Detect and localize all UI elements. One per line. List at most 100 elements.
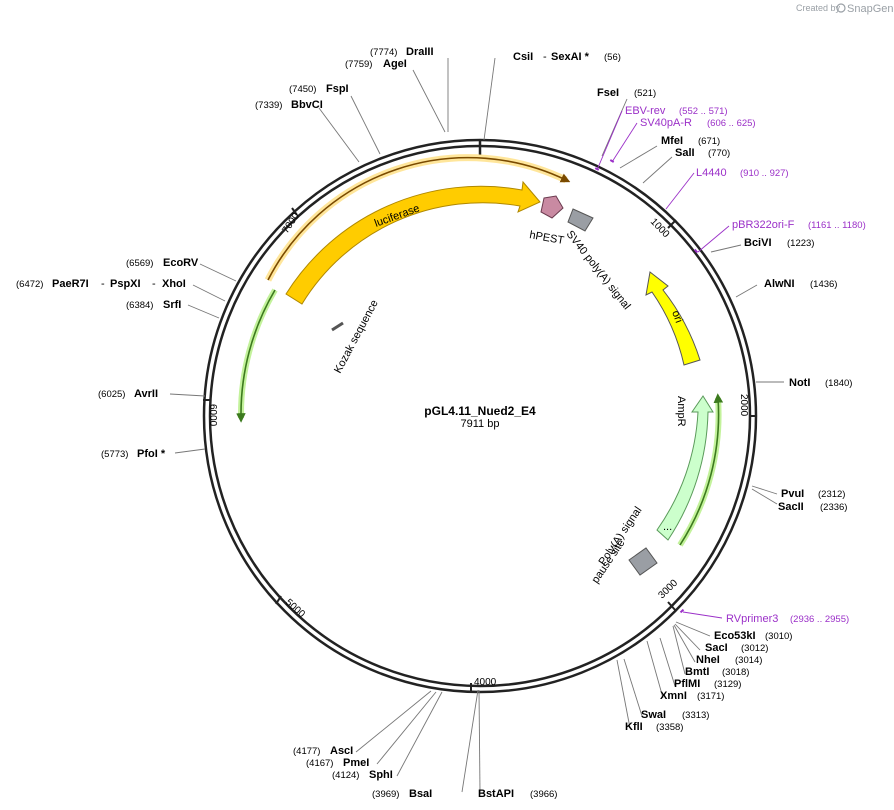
primer-rvprimer3-range: (2936 .. 2955) xyxy=(790,614,849,625)
site-sexai[interactable]: SexAI * xyxy=(551,51,590,63)
tick-label-4000: 4000 xyxy=(474,677,497,688)
site-draiii[interactable]: DraIII xyxy=(406,46,434,58)
primer-sv40pa-r-range: (606 .. 625) xyxy=(707,118,756,129)
ampr-feature[interactable] xyxy=(656,395,714,541)
site-xmni[interactable]: XmnI xyxy=(660,690,687,702)
sv40-polya-feature[interactable] xyxy=(567,208,594,232)
site-nhei-pos: (3014) xyxy=(735,655,762,666)
site-alwni[interactable]: AlwNI xyxy=(764,278,795,290)
site-agei[interactable]: AgeI xyxy=(383,58,407,70)
site-bsai-pos: (3969) xyxy=(372,789,399,800)
site-xmni-pos: (3171) xyxy=(697,691,724,702)
site-pspxi-dash: - xyxy=(152,278,156,290)
site-saci[interactable]: SacI xyxy=(705,642,728,654)
tick-marks: 1000 2000 3000 4000 5000 6000 7000 xyxy=(203,207,757,693)
site-labels: (7774) DraIII (7759) AgeI CsiI - SexAI *… xyxy=(16,46,852,800)
ampr-orf-line[interactable] xyxy=(679,393,724,546)
ori-feature[interactable] xyxy=(645,271,701,366)
tick-label-5000: 5000 xyxy=(283,597,307,620)
site-pflmi[interactable]: PflMI xyxy=(674,678,700,690)
plasmid-name: pGL4.11_Nued2_E4 xyxy=(424,404,536,418)
site-sphi[interactable]: SphI xyxy=(369,769,393,781)
site-mfei[interactable]: MfeI xyxy=(661,135,683,147)
site-bmti-pos: (3018) xyxy=(722,667,749,678)
site-noti[interactable]: NotI xyxy=(789,377,810,389)
site-ecorv[interactable]: EcoRV xyxy=(163,257,199,269)
site-bstapi[interactable]: BstAPI xyxy=(478,788,514,800)
site-sali-pos: (770) xyxy=(708,148,730,159)
site-kfli-pos: (3358) xyxy=(656,722,683,733)
site-pflmi-pos: (3129) xyxy=(714,679,741,690)
left-orf-glow xyxy=(237,288,278,419)
left-orf-line[interactable] xyxy=(236,289,276,423)
site-srfi[interactable]: SrfI xyxy=(163,299,181,311)
site-fspi[interactable]: FspI xyxy=(326,83,349,95)
site-pmei-pos: (4167) xyxy=(306,758,333,769)
site-bbvci[interactable]: BbvCI xyxy=(291,99,323,111)
site-fsei-pos: (521) xyxy=(634,88,656,99)
primer-l4440[interactable]: L4440 xyxy=(696,167,727,179)
site-kfli[interactable]: KflI xyxy=(625,721,643,733)
site-avrii-pos: (6025) xyxy=(98,389,125,400)
site-pfoi-pos: (5773) xyxy=(101,449,128,460)
snapgene-credit: Created by SnapGene xyxy=(796,3,894,15)
site-asci-pos: (4177) xyxy=(293,746,320,757)
site-fsei[interactable]: FseI xyxy=(597,87,619,99)
site-paer7i[interactable]: PaeR7I xyxy=(52,278,89,290)
tick-5000 xyxy=(275,595,282,605)
kozak-feature[interactable] xyxy=(331,321,344,332)
features: luciferase hPEST SV40 poly(A) signal ori… xyxy=(236,154,724,586)
luciferase-feature[interactable] xyxy=(285,180,541,305)
sv40-polya-label: SV40 poly(A) signal xyxy=(564,228,633,312)
tick-label-3000: 3000 xyxy=(656,577,680,601)
luciferase-orf-line[interactable] xyxy=(267,156,571,281)
site-leader-lines xyxy=(169,57,784,793)
site-sali[interactable]: SalI xyxy=(675,147,695,159)
primer-ebv-rev[interactable]: EBV-rev xyxy=(625,105,666,117)
site-sphi-pos: (4124) xyxy=(332,770,359,781)
site-csii[interactable]: CsiI xyxy=(513,51,533,63)
site-bmti[interactable]: BmtI xyxy=(685,666,709,678)
site-bcivi[interactable]: BciVI xyxy=(744,237,772,249)
site-paer7i-pos: (6472) xyxy=(16,279,43,290)
ampr-label: AmpR xyxy=(675,396,687,427)
site-eco53ki[interactable]: Eco53kI xyxy=(714,630,756,642)
site-pvui[interactable]: PvuI xyxy=(781,488,804,500)
primer-marks xyxy=(594,159,699,614)
site-avrii[interactable]: AvrII xyxy=(134,388,158,400)
site-pmei[interactable]: PmeI xyxy=(343,757,369,769)
credit-created-by: Created by xyxy=(796,3,841,13)
primer-l4440-range: (910 .. 927) xyxy=(740,168,789,179)
site-paer7i-dash: - xyxy=(101,278,105,290)
hpest-feature[interactable] xyxy=(540,195,564,219)
kozak-label: Kozak sequence xyxy=(332,298,381,375)
site-draiii-pos: (7774) xyxy=(370,47,397,58)
site-csii-dash: - xyxy=(543,51,547,63)
plasmid-length: 7911 bp xyxy=(461,418,500,430)
site-swai[interactable]: SwaI xyxy=(641,709,666,721)
primer-sv40pa-r[interactable]: SV40pA-R xyxy=(640,117,692,129)
site-nhei[interactable]: NheI xyxy=(696,654,720,666)
tick-label-2000: 2000 xyxy=(738,394,749,417)
snapgene-logo-icon xyxy=(836,3,846,13)
primer-pbr322ori-f[interactable]: pBR322ori-F xyxy=(732,219,795,231)
site-pfoi[interactable]: PfoI * xyxy=(137,448,166,460)
primer-rvprimer3[interactable]: RVprimer3 xyxy=(726,613,778,625)
site-agei-pos: (7759) xyxy=(345,59,372,70)
primer-leader-lines xyxy=(596,110,730,619)
primer-pbr322ori-f-range: (1161 .. 1180) xyxy=(808,220,866,231)
site-bsai[interactable]: BsaI xyxy=(409,788,432,800)
tick-3000 xyxy=(667,601,677,612)
site-sacii[interactable]: SacII xyxy=(778,501,804,513)
site-mfei-pos: (671) xyxy=(698,136,720,147)
tick-label-6000: 6000 xyxy=(207,404,218,427)
tick-label-1000: 1000 xyxy=(648,216,672,240)
tick-7000 xyxy=(291,207,298,216)
site-csii-pos: (56) xyxy=(604,52,621,63)
site-pspxi[interactable]: PspXI xyxy=(110,278,141,290)
site-asci[interactable]: AscI xyxy=(330,745,353,757)
site-xhoi[interactable]: XhoI xyxy=(162,278,186,290)
site-swai-pos: (3313) xyxy=(682,710,709,721)
polya-pause-feature[interactable] xyxy=(628,547,658,576)
